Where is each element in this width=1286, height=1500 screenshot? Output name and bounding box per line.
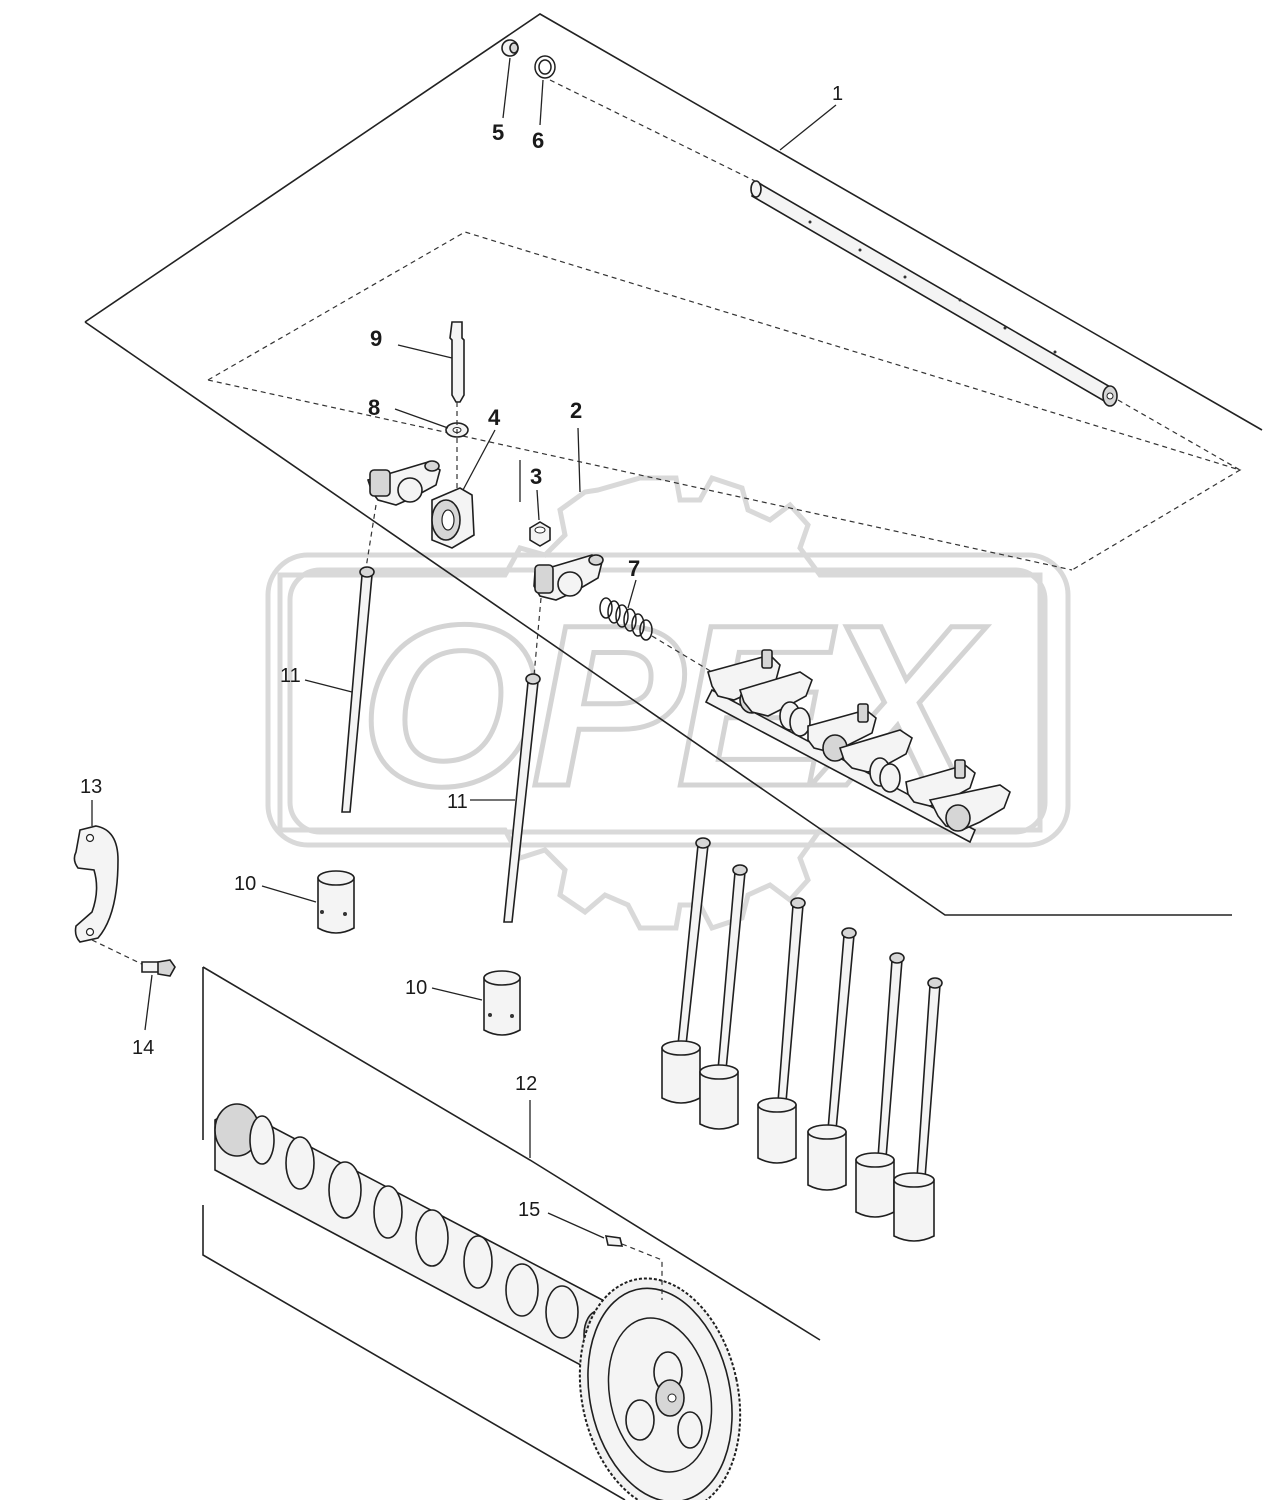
leader-9: [397, 344, 453, 359]
watermark-frame-outer: [265, 552, 1071, 848]
callout-labels: 1 2 3 4 5 6 7 8 9 10 10 11 11 12 13 14 1…: [80, 83, 843, 1221]
callout-13: 13: [80, 776, 102, 798]
tappet-upper: [317, 870, 355, 934]
callout-9: 9: [370, 326, 382, 351]
leader-14: [144, 974, 153, 1031]
rod-center-axis: [533, 597, 542, 677]
shaft-plug-leader: [549, 79, 758, 183]
callout-8: 8: [368, 395, 380, 420]
push-rod-center: [503, 673, 541, 923]
leader-8: [394, 408, 449, 429]
rocker-arm-center: [533, 554, 604, 601]
spring-axis: [651, 635, 713, 673]
callout-2: 2: [570, 398, 582, 423]
push-rod-left: [341, 566, 375, 813]
spring-part-7: [599, 597, 653, 641]
leader-10b: [431, 987, 483, 1001]
callout-14: 14: [132, 1037, 154, 1059]
leader-7: [627, 579, 637, 609]
opex-watermark-logo: OPEX: [265, 474, 1071, 932]
bolt-part-14: [141, 959, 176, 977]
callout-5: 5: [492, 120, 504, 145]
plate-bolt-axis: [91, 939, 151, 969]
leader-11a: [304, 679, 353, 693]
callout-12: 12: [515, 1073, 537, 1095]
callout-11a: 11: [280, 665, 301, 687]
thrust-plate-part-13: [73, 825, 119, 943]
callout-11b: 11: [447, 791, 468, 813]
rocker-assembly-part-2: [704, 649, 1011, 844]
leader-4: [462, 429, 496, 491]
leader-3: [536, 489, 540, 521]
callout-15: 15: [518, 1199, 540, 1221]
camshaft-group-outline: [202, 966, 821, 1500]
callout-4: 4: [488, 405, 501, 430]
leader-10a: [261, 885, 317, 903]
rocker-support-part-4: [431, 487, 475, 549]
callout-10b: 10: [405, 977, 427, 999]
leader-6: [539, 79, 544, 126]
camshaft-part-12: [214, 1103, 613, 1371]
key-part-15: [604, 1235, 624, 1247]
group-outline-1: [84, 13, 1263, 916]
push-rod-tappet-set: [661, 837, 943, 1242]
group-outline-2: [207, 231, 1242, 571]
watermark-gear: [277, 474, 1043, 932]
plug-part-5: [501, 39, 519, 57]
watermark-frame-inner: [287, 567, 1048, 835]
shaft-end-leader: [1117, 399, 1241, 471]
rocker-shaft: [750, 180, 1118, 407]
tappet-lower: [483, 970, 521, 1036]
nut-part-3: [529, 521, 551, 547]
rocker-arm-left: [366, 460, 441, 506]
rod-left-axis: [365, 504, 377, 569]
stud-part-9: [449, 321, 465, 403]
callout-6: 6: [532, 128, 544, 153]
leader-5: [502, 57, 511, 119]
callout-10a: 10: [234, 873, 256, 895]
seal-ring-part-6: [534, 55, 556, 79]
callout-1: 1: [832, 83, 843, 105]
callout-7: 7: [628, 556, 640, 581]
leader-2: [577, 427, 581, 493]
leader-15: [547, 1212, 605, 1239]
callout-3: 3: [530, 464, 542, 489]
camshaft-gear: [578, 1277, 742, 1500]
